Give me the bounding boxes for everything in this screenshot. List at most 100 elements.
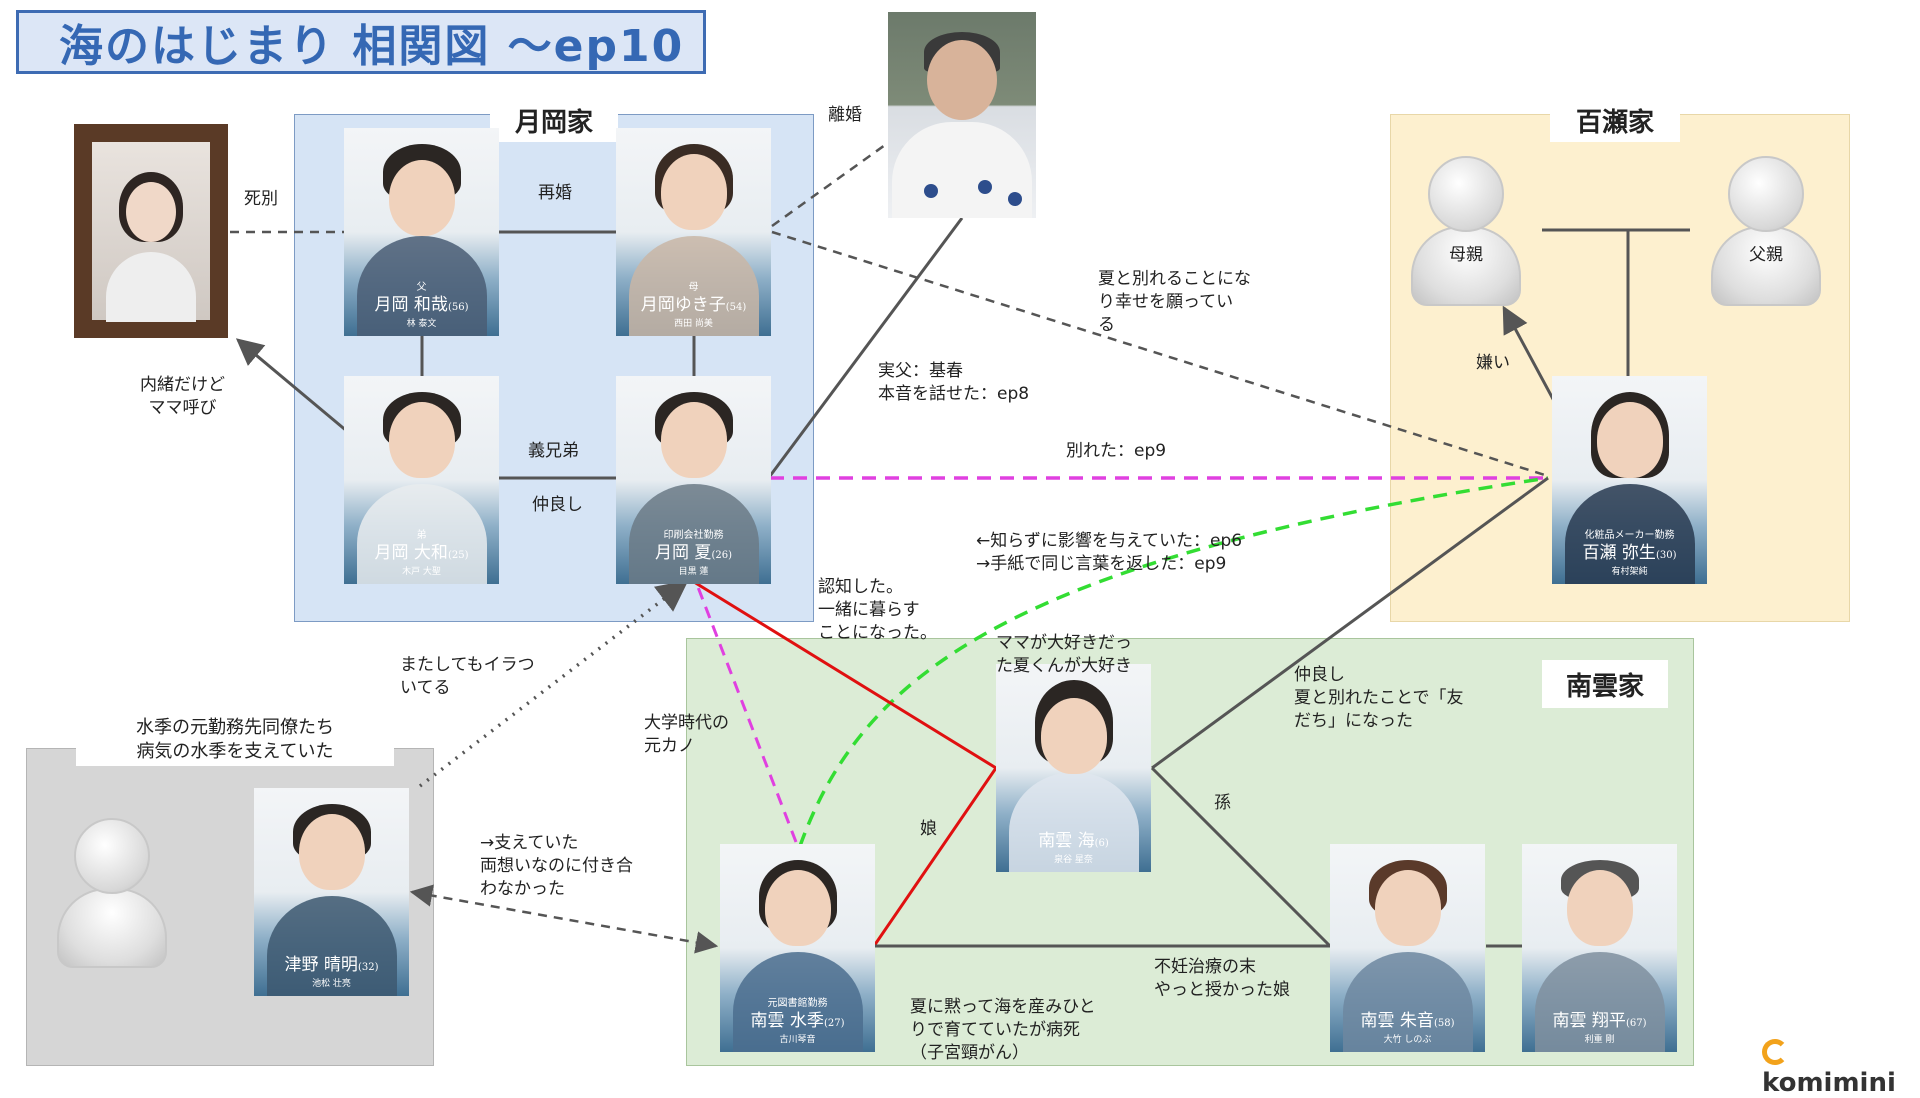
card-akane-age: (58) <box>1433 1018 1455 1029</box>
card-yamato-age: (25) <box>447 550 469 561</box>
card-natsu-age: (26) <box>711 550 732 561</box>
label-jippu-line2: 本音を話せた：ep8 <box>878 384 1030 404</box>
card-kazuya-age: (56) <box>447 302 469 313</box>
komimini-logo: komimini <box>1762 1038 1920 1098</box>
label-eikyo: ←知らずに影響を与えていた：ep6 →手紙で同じ言葉を返した：ep9 <box>976 530 1242 576</box>
line-naisho-arrow <box>235 338 349 434</box>
card-natsu: 印刷会社勤務 月岡 夏(26) 目黒 蓮 <box>616 376 771 584</box>
card-kazuya-actor: 林 泰文 <box>406 319 437 329</box>
label-iraitsu-line2: いてる <box>400 678 451 698</box>
label-sasaete: →支えていた 両想いなのに付き合 わなかった <box>480 832 633 901</box>
label-wakareru-line2: り幸せを願ってい <box>1098 292 1234 312</box>
komimini-logo-icon <box>1762 1039 1788 1065</box>
silhouette-father-label: 父親 <box>1749 245 1783 265</box>
label-natsuni-line2: りで育てていたが病死 <box>910 1020 1080 1040</box>
card-akane-name: 南雲 朱音 <box>1360 1011 1434 1031</box>
label-natsuni: 夏に黙って海を産みひと りで育てていたが病死 （子宮頸がん） <box>910 996 1096 1065</box>
line-wakareru <box>771 230 1549 478</box>
tsukioka-family-label: 月岡家 <box>490 96 618 142</box>
label-naisho-line1: 内緒だけど <box>140 375 225 395</box>
label-mamadaisuki: ママが大好きだっ た夏くんが大好き <box>996 632 1132 678</box>
label-nakayoshi2-line3: だち」になった <box>1294 711 1413 731</box>
label-sasaete-line2: 両想いなのに付き合 <box>480 856 633 876</box>
card-shohei-age: (67) <box>1625 1018 1647 1029</box>
tsuno-group-label-line2: 病気の水季を支えていた <box>136 741 334 762</box>
card-kazuya-role: 父 <box>416 282 427 293</box>
label-kirai: 嫌い <box>1476 353 1510 373</box>
label-wakareta: 別れた：ep9 <box>1066 441 1167 461</box>
card-yukiko-actor: 西田 尚美 <box>674 319 713 329</box>
label-eikyo-line1: ←知らずに影響を与えていた：ep6 <box>976 531 1243 551</box>
card-minami-age: (27) <box>823 1018 845 1029</box>
label-gikyodai: 義兄弟 <box>528 441 579 461</box>
diagram-title: 海のはじまり 相関図 ～ep10 <box>59 21 685 72</box>
label-mago: 孫 <box>1214 793 1231 813</box>
label-funin-line1: 不妊治療の末 <box>1154 957 1256 977</box>
label-eikyo-line2: →手紙で同じ言葉を返した：ep9 <box>976 554 1227 574</box>
card-yayoi-role: 化粧品メーカー勤務 <box>1584 530 1675 541</box>
card-umi-age: (6) <box>1094 838 1109 849</box>
card-yamato-role: 弟 <box>416 530 427 541</box>
label-natsuni-line1: 夏に黙って海を産みひと <box>910 997 1096 1017</box>
card-umi-actor: 泉谷 星奈 <box>1054 855 1093 865</box>
label-nakayoshi2-line1: 仲良し <box>1294 665 1345 685</box>
line-rikon <box>771 138 893 228</box>
card-yayoi: 化粧品メーカー勤務 百瀬 弥生(30) 有村架純 <box>1552 376 1707 584</box>
card-yukiko-role: 母 <box>688 282 699 293</box>
tsuno-group-label-box: 水季の元勤務先同僚たち 病気の水季を支えていた <box>76 716 394 766</box>
card-yayoi-actor: 有村架純 <box>1611 567 1648 577</box>
line-mago <box>1150 766 1332 948</box>
card-shohei-actor: 利重 剛 <box>1584 1035 1615 1045</box>
label-shibetsu: 死別 <box>244 189 278 209</box>
label-daigaku-line1: 大学時代の <box>644 713 729 733</box>
card-yamato-name: 月岡 大和 <box>374 543 448 563</box>
card-tsuno-actor: 池松 壮亮 <box>312 979 351 989</box>
card-yayoi-age: (30) <box>1655 550 1677 561</box>
line-kirai-arrow <box>1502 305 1562 413</box>
komimini-logo-text: komimini <box>1762 1068 1896 1098</box>
card-umi: 南雲 海(6) 泉谷 星奈 <box>996 664 1151 872</box>
label-funin-line2: やっと授かった娘 <box>1154 980 1290 1000</box>
line-jippu <box>768 217 964 477</box>
motoharu-photo <box>888 12 1036 218</box>
line-sasaete <box>409 884 719 954</box>
card-tsuno-name: 津野 晴明 <box>284 955 358 975</box>
momose-family-label: 百瀬家 <box>1550 96 1680 142</box>
silhouette-mother-label: 母親 <box>1449 245 1483 265</box>
card-yamato: 弟 月岡 大和(25) 木戸 大聖 <box>344 376 499 584</box>
label-wakareru-line1: 夏と別れることにな <box>1098 269 1251 289</box>
label-ninchi-line3: ことになった。 <box>818 623 937 643</box>
label-daigaku: 大学時代の 元カノ <box>644 712 729 758</box>
label-jippu-line1: 実父：基春 <box>878 361 963 381</box>
label-wakareru: 夏と別れることにな り幸せを願ってい る <box>1098 268 1251 337</box>
silhouette-coworker <box>50 818 174 968</box>
label-wakareru-line3: る <box>1098 315 1115 335</box>
card-natsu-actor: 目黒 蓮 <box>678 567 709 577</box>
line-daigaku <box>694 581 798 843</box>
line-nakayoshi2 <box>1151 476 1549 770</box>
label-musume: 娘 <box>920 819 937 839</box>
tsuno-group-label-line1: 水季の元勤務先同僚たち <box>136 717 334 738</box>
label-naisho-line2: ママ呼び <box>148 398 217 418</box>
card-tsuno: 津野 晴明(32) 池松 壮亮 <box>254 788 409 996</box>
card-akane: 南雲 朱音(58) 大竹 しのぶ <box>1330 844 1485 1052</box>
card-tsuno-age: (32) <box>357 962 379 973</box>
card-minami-name: 南雲 水季 <box>750 1011 824 1031</box>
card-natsu-name: 月岡 夏 <box>655 543 712 563</box>
card-natsu-role: 印刷会社勤務 <box>663 530 724 541</box>
label-naisho: 内緒だけど ママ呼び <box>140 374 225 420</box>
label-saikon: 再婚 <box>538 183 572 203</box>
label-funin: 不妊治療の末 やっと授かった娘 <box>1154 956 1290 1002</box>
card-akane-actor: 大竹 しのぶ <box>1383 1035 1432 1045</box>
label-nakayoshi2: 仲良し 夏と別れたことで「友 だち」になった <box>1294 664 1464 733</box>
silhouette-father: 父親 <box>1704 156 1828 306</box>
label-sasaete-line3: わなかった <box>480 879 565 899</box>
label-jippu: 実父：基春 本音を話せた：ep8 <box>878 360 1029 406</box>
label-ninchi-line2: 一緒に暮らす <box>818 600 920 620</box>
diagram-title-box: 海のはじまり 相関図 ～ep10 <box>16 10 706 74</box>
card-yamato-actor: 木戸 大聖 <box>402 567 441 577</box>
card-kazuya: 父 月岡 和哉(56) 林 泰文 <box>344 128 499 336</box>
label-mamadaisuki-line1: ママが大好きだっ <box>996 633 1132 653</box>
card-kazuya-name: 月岡 和哉 <box>374 295 448 315</box>
